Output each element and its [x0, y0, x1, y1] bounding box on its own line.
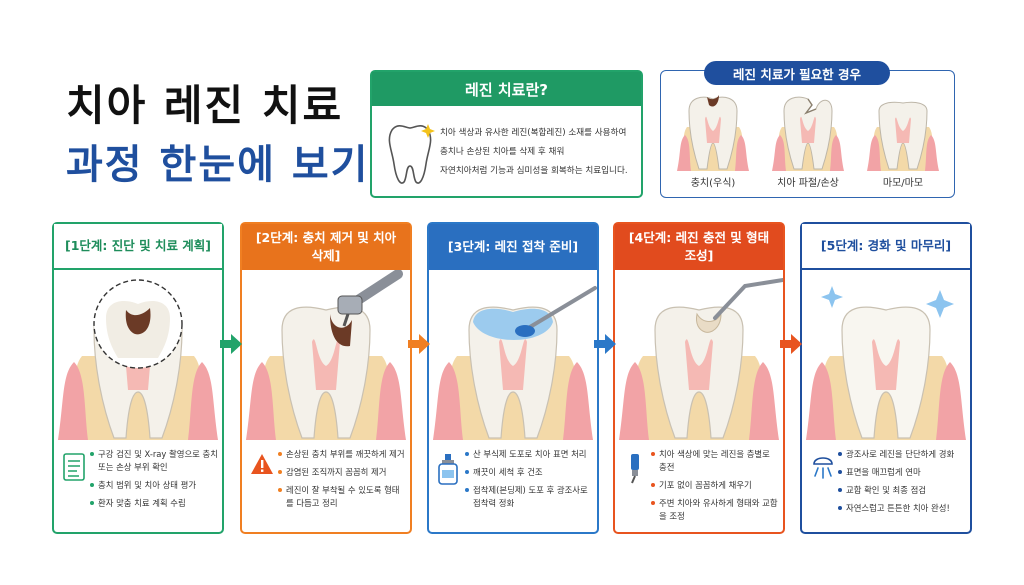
decayed-tooth-icon	[677, 95, 749, 171]
cases-box: 레진 치료가 필요한 경우 충치(우식) 치아 파절/손상 마모/마모	[660, 61, 955, 198]
step-title: [4단계: 레진 충전 및 형태 조성]	[615, 224, 783, 270]
step-bullet: 산 부식제 도포로 치아 표면 처리	[465, 448, 593, 461]
step-bullet: 환자 맞춤 치료 계획 수립	[90, 497, 218, 510]
sparkle-icon	[926, 290, 954, 318]
step-bullet: 광조사로 레진을 단단하게 경화	[838, 448, 966, 461]
arrow-right-icon	[408, 334, 430, 354]
step-bullet: 기포 없이 꼼꼼하게 채우기	[651, 479, 779, 492]
intro-line: 자연치아처럼 기능과 심미성을 회복하는 치료입니다.	[440, 166, 628, 176]
document-icon	[62, 452, 86, 486]
step-card-5: [5단계: 경화 및 마무리] 광조사로 레진을 단단하게 경화 표면을 매끄럽…	[800, 222, 972, 534]
step-bullet: 접착제(본딩제) 도포 후 광조사로 접착력 정화	[465, 484, 593, 510]
sparkle-icon	[821, 286, 843, 308]
step-bullet: 손상된 충치 부위를 깨끗하게 제거	[278, 448, 406, 461]
step-bullet: 표면을 매끄럽게 연마	[838, 466, 966, 479]
step-bullet: 구강 검진 및 X-ray 촬영으로 충치 또는 손상 부위 확인	[90, 448, 218, 474]
arrow-right-icon	[594, 334, 616, 354]
intro-heading: 레진 치료란?	[372, 72, 641, 106]
arrow-right-icon	[220, 334, 242, 354]
step-bullet: 치아 색상에 맞는 레진을 층별로 충전	[651, 448, 779, 474]
step-card-2: [2단계: 충치 제거 및 치아 삭제] 손상된 충치 부위를 깨끗하게 제거 …	[240, 222, 412, 534]
step-title: [5단계: 경화 및 마무리]	[802, 224, 970, 270]
case-label: 충치(우식)	[690, 178, 736, 189]
case-fracture: 치아 파절/손상	[764, 91, 852, 189]
step-card-1: [1단계: 진단 및 치료 계획] 구강 검진 및 X-ray 촬영으로 충치 …	[52, 222, 224, 534]
bonding-bottle-icon	[437, 452, 459, 490]
step-title: [1단계: 진단 및 치료 계획]	[54, 224, 222, 270]
intro-box: 레진 치료란? 치아 색상과 유사한 레진(복합레진) 소재를 사용하여 충치나…	[370, 70, 643, 198]
step-bullet: 교합 확인 및 최종 점검	[838, 484, 966, 497]
page-title: 치아 레진 치료	[66, 81, 344, 130]
step-illustration	[242, 270, 410, 440]
case-label: 마모/마모	[882, 178, 924, 189]
tooth-sparkle-icon	[384, 120, 436, 194]
worn-tooth-icon	[867, 101, 939, 171]
step-bullet: 충치 범위 및 치아 상태 평가	[90, 479, 218, 492]
intro-line: 치아 색상과 유사한 레진(복합레진) 소재를 사용하여	[440, 128, 627, 138]
step-bullet: 주변 치아와 유사하게 형태와 교합을 조정	[651, 497, 779, 523]
fractured-tooth-icon	[772, 96, 844, 171]
applicator-icon	[515, 286, 597, 337]
curing-light-icon	[810, 452, 836, 484]
step-bullet: 자연스럽고 튼튼한 치아 완성!	[838, 502, 966, 515]
step-illustration	[615, 270, 783, 440]
cases-heading: 레진 치료가 필요한 경우	[704, 61, 890, 85]
intro-line: 충치나 손상된 치아를 삭제 후 채워	[440, 147, 565, 157]
step-bullet: 레진이 잘 부착될 수 있도록 형태를 다듬고 정리	[278, 484, 406, 510]
step-card-3: [3단계: 레진 접착 준비] 산 부식제 도포로 치아 표면 처리 깨끗이 세…	[427, 222, 599, 534]
step-illustration	[429, 270, 597, 440]
step-title: [3단계: 레진 접착 준비]	[429, 224, 597, 270]
case-label: 치아 파절/손상	[777, 178, 839, 189]
step-illustration	[802, 270, 970, 440]
step-bullet: 깨끗이 세척 후 건조	[465, 466, 593, 479]
warning-icon	[250, 452, 274, 480]
step-card-4: [4단계: 레진 충전 및 형태 조성] 치아 색상에 맞는 레진을 층별로 충…	[613, 222, 785, 534]
filling-instrument-icon	[713, 278, 783, 320]
step-bullet: 감염된 조직까지 꼼꼼히 제거	[278, 466, 406, 479]
arrow-right-icon	[780, 334, 802, 354]
resin-syringe-icon	[623, 452, 647, 488]
step-illustration	[54, 270, 222, 440]
case-wear: 마모/마모	[859, 91, 947, 189]
dental-drill-icon	[337, 270, 403, 327]
step-title: [2단계: 충치 제거 및 치아 삭제]	[242, 224, 410, 270]
case-decay: 충치(우식)	[669, 91, 757, 189]
page-subtitle: 과정 한눈에 보기	[66, 142, 370, 188]
